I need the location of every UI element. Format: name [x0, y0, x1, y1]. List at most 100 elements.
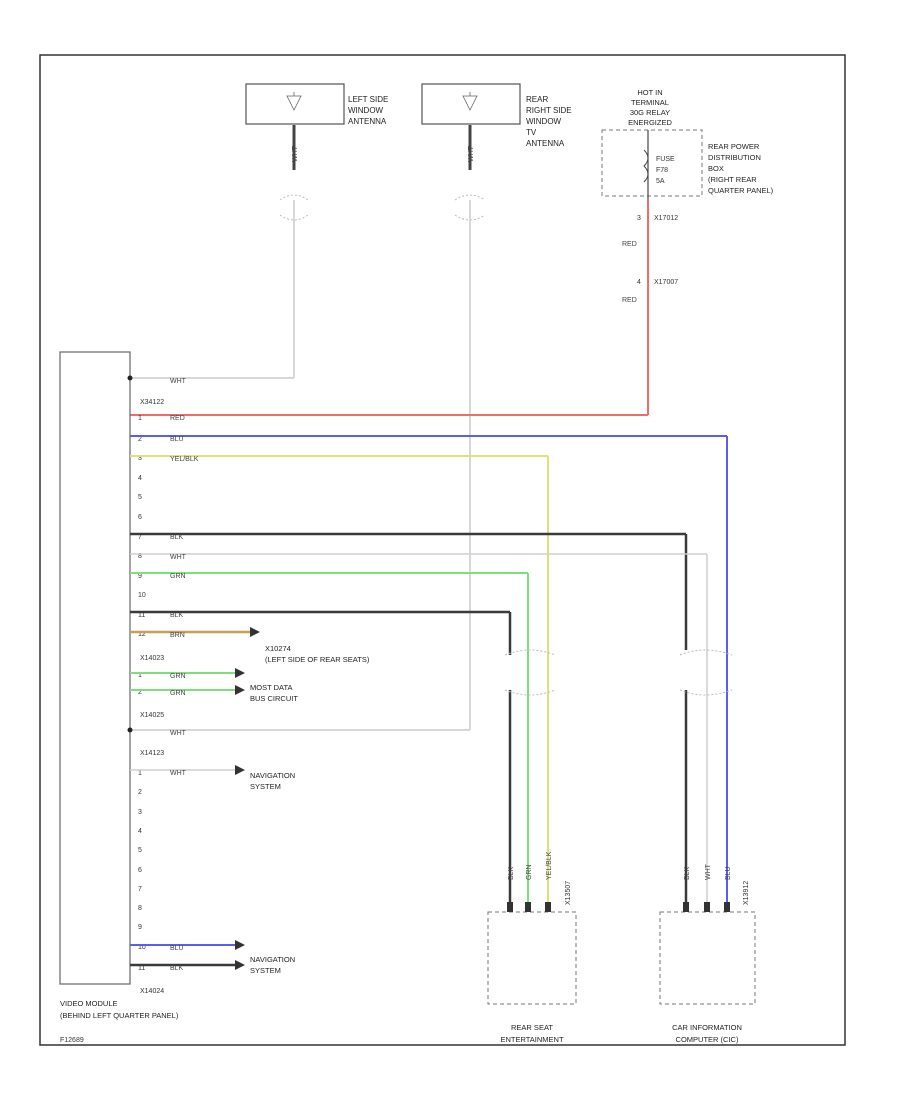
hot-in-line-3: 30G RELAY	[630, 108, 670, 117]
wire-label-nav-black: BLK	[170, 965, 184, 972]
video-module-label-2: (BEHIND LEFT QUARTER PANEL)	[60, 1011, 179, 1020]
pin-number: 4	[138, 475, 142, 482]
wire-green: GRN	[130, 572, 529, 905]
power-dist-line-4: (RIGHT REAR	[708, 175, 757, 184]
wire-nav-white: WHT NAVIGATION SYSTEM	[130, 765, 295, 791]
rear-antenna-label-4: TV	[526, 128, 537, 137]
antenna-left-coax	[130, 125, 309, 379]
fuse-id: F78	[656, 167, 668, 174]
inline-connectors	[504, 649, 733, 696]
rse-connector: X13507	[565, 881, 572, 905]
connector-arrow	[235, 685, 245, 695]
most-bus-label-2: BUS CIRCUIT	[250, 694, 298, 703]
cic-wire-label-1: BLK	[684, 866, 691, 880]
wire-label-yellow: YEL/BLK	[170, 456, 199, 463]
left-antenna-label-1: LEFT SIDE	[348, 95, 388, 104]
car-information-computer: BLK WHT BLU X13912 CAR INFORMATION COMPU…	[659, 863, 756, 1044]
pin-number: 5	[138, 847, 142, 854]
connector-antenna: X14025	[140, 712, 164, 719]
wire-label-green: GRN	[170, 573, 186, 580]
power-wire-label-2: RED	[622, 297, 637, 304]
wire-blue: BLU	[130, 435, 728, 905]
fuse-label: FUSE	[656, 156, 675, 163]
wire-red: RED	[170, 415, 185, 422]
node-dot	[127, 375, 133, 381]
rse-wire-label-2: GRN	[526, 864, 533, 880]
rear-antenna-label-2: RIGHT SIDE	[526, 106, 572, 115]
cic-wire-label-3: BLU	[725, 866, 732, 880]
wire-black: BLK	[130, 532, 688, 905]
wire-label-nav-white: WHT	[170, 770, 187, 777]
wire-label-green-1: GRN	[170, 673, 186, 680]
wire-white: WHT	[130, 553, 708, 905]
connector-arrow	[235, 960, 245, 970]
connector-top: X34122	[140, 399, 164, 406]
wire-nav-blue-black: BLU BLK NAVIGATION SYSTEM	[130, 940, 295, 975]
connector-bottom: X14024	[140, 988, 164, 995]
power-pin-b: 4	[637, 279, 641, 286]
power-wire-label-1: RED	[622, 241, 637, 248]
wire-label-black-2: BLK	[170, 612, 184, 619]
pin-number: 11	[138, 965, 145, 972]
wire-label-white: WHT	[170, 554, 187, 561]
pin-number: 2	[138, 689, 142, 696]
pin-number: 6	[138, 867, 142, 874]
cic-connector: X13912	[743, 881, 750, 905]
wire-brown: BRN X10274 (LEFT SIDE OF REAR SEATS)	[130, 627, 370, 664]
rse-wire-label-3: YEL/BLK	[546, 851, 553, 880]
cic-wire-label-2: WHT	[705, 863, 712, 880]
nav-2-label-2: SYSTEM	[250, 966, 281, 975]
power-connector-2: X17007	[654, 279, 678, 286]
connector-arrow	[235, 765, 245, 775]
pin-numbers: 1 2 3 4 5 6 7 8 9 10 11 12 1 2 1 2 3 4 5…	[138, 415, 146, 972]
power-distribution-box	[601, 129, 703, 197]
wire-label-nav-blue: BLU	[170, 945, 184, 952]
connector-arrow	[235, 668, 245, 678]
video-module	[59, 351, 131, 985]
hot-in-line-4: ENERGIZED	[628, 118, 672, 127]
power-pin-a: 3	[637, 215, 641, 222]
pin-number: 9	[138, 573, 142, 580]
left-antenna-label-2: WINDOW	[348, 106, 384, 115]
most-bus-label-1: MOST DATA	[250, 683, 293, 692]
connector-arrow	[250, 627, 260, 637]
wire-label-antenna-right: WHT	[170, 730, 187, 737]
power-dist-line-5: QUARTER PANEL)	[708, 186, 774, 195]
wire-label-red: RED	[170, 415, 185, 422]
module-terminal-pins	[507, 902, 730, 912]
pin-number: 10	[138, 592, 146, 599]
nav-2-label-1: NAVIGATION	[250, 955, 295, 964]
pin-number: 8	[138, 553, 142, 560]
ground-label-1: X10274	[265, 644, 291, 653]
nav-1-label-1: NAVIGATION	[250, 771, 295, 780]
pin-number: 6	[138, 514, 142, 521]
diagram-frame	[39, 54, 846, 1046]
fuse: FUSE F78 5A	[643, 130, 675, 200]
power-connector-1: X17012	[654, 215, 678, 222]
left-antenna-label-3: ANTENNA	[348, 117, 387, 126]
pin-number: 7	[138, 886, 142, 893]
pin-number: 12	[138, 631, 146, 638]
power-feed: 3 X17012 RED 4 X17007 RED	[130, 200, 678, 416]
node-dot	[127, 727, 133, 733]
pin-number: 1	[138, 415, 142, 422]
left-antenna: LEFT SIDE WINDOW ANTENNA WHT	[245, 83, 388, 162]
rear-antenna-label-3: WINDOW	[526, 117, 562, 126]
hot-in-label: HOT IN TERMINAL 30G RELAY ENERGIZED	[628, 88, 672, 127]
wire-label-brown: BRN	[170, 632, 185, 639]
rear-antenna-label-1: REAR	[526, 95, 548, 104]
fuse-rating: 5A	[656, 178, 665, 185]
pin-number: 9	[138, 924, 142, 931]
wire-black-2: BLK	[130, 610, 512, 905]
connector-arrow	[235, 940, 245, 950]
pin-number: 3	[138, 455, 142, 462]
hot-in-line-1: HOT IN	[637, 88, 662, 97]
pin-number: 4	[138, 828, 142, 835]
wire-label-blue: BLU	[170, 436, 184, 443]
antenna-icon	[286, 92, 302, 111]
pin-number: 3	[138, 809, 142, 816]
power-dist-line-2: DISTRIBUTION	[708, 153, 761, 162]
pin-number: 1	[138, 770, 142, 777]
pin-number: 7	[138, 534, 142, 541]
